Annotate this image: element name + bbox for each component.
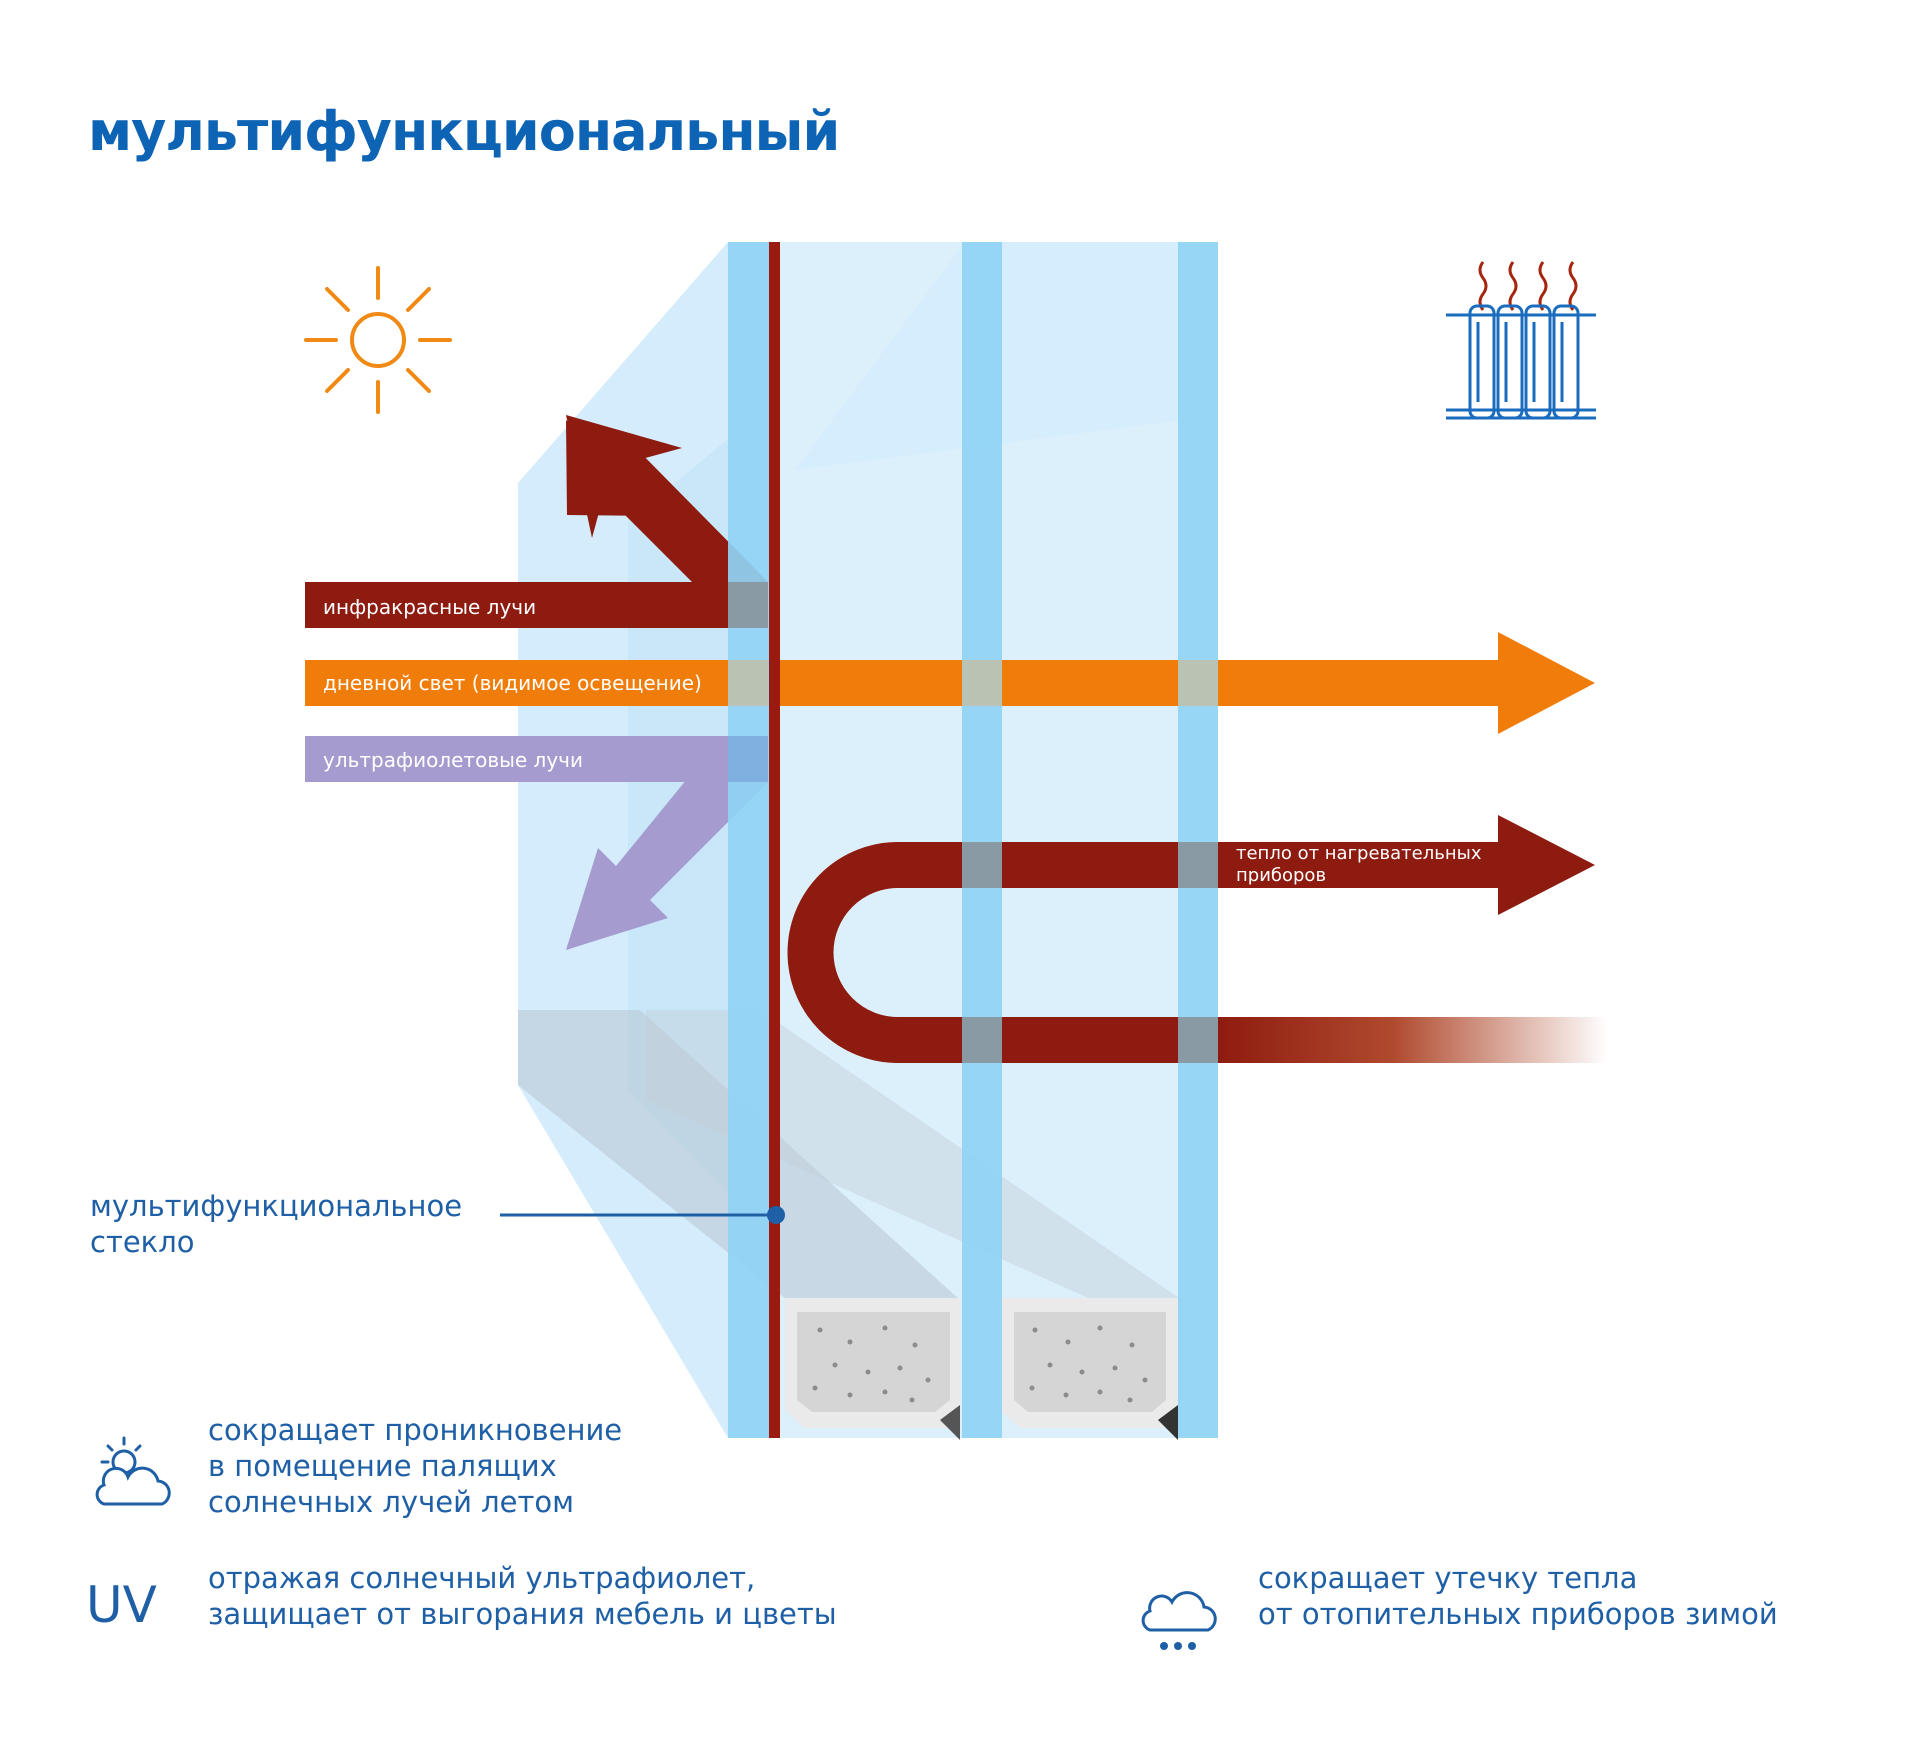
sun-cloud-icon [95, 1436, 171, 1506]
feature-uv-line2: защищает от выгорания мебель и цветы [208, 1597, 837, 1631]
feature-snow: сокращает утечку тепла от отопительных п… [1258, 1560, 1778, 1632]
feature-uv: отражая солнечный ультрафиолет, защищает… [208, 1560, 837, 1632]
feature-sun-line1: сокращает проникновение [208, 1413, 623, 1447]
page-title: мультифункциональный [88, 100, 840, 163]
radiator-icon [1446, 261, 1596, 420]
multifunctional-coating [769, 242, 780, 1438]
feature-uv-line1: отражая солнечный ультрафиолет, [208, 1561, 756, 1595]
label-heat-line1: тепло от нагревательных [1236, 843, 1482, 864]
label-infrared: инфракрасные лучи [323, 595, 536, 619]
feature-sun: сокращает проникновение в помещение паля… [208, 1412, 622, 1520]
feature-sun-line3: солнечных лучей летом [208, 1485, 575, 1519]
desiccant-dots [812, 1325, 1148, 1403]
spacer-frame-right [1000, 1298, 1178, 1440]
label-ultraviolet: ультрафиолетовые лучи [323, 748, 583, 772]
glass-callout: мультифункциональное стекло [90, 1188, 490, 1260]
feature-snow-line2: от отопительных приборов зимой [1258, 1597, 1778, 1631]
spacer-frame-left [785, 1298, 960, 1440]
sun-icon [304, 266, 452, 414]
feature-sun-line2: в помещение палящих [208, 1449, 557, 1483]
label-daylight: дневной свет (видимое освещение) [323, 671, 702, 695]
snow-cloud-icon [1141, 1591, 1217, 1650]
feature-snow-line1: сокращает утечку тепла [1258, 1561, 1638, 1595]
glass-callout-pointer [500, 1206, 785, 1224]
glass-panes [728, 242, 1218, 1438]
glass-callout-line2: стекло [90, 1225, 195, 1259]
glass-unit [518, 242, 1182, 1438]
uv-icon: UV [86, 1576, 157, 1634]
daylight-arrow [305, 632, 1595, 734]
glass-callout-line1: мультифункциональное [90, 1189, 463, 1223]
label-heat-line2: приборов [1236, 865, 1326, 886]
ultraviolet-arrow [305, 736, 768, 950]
